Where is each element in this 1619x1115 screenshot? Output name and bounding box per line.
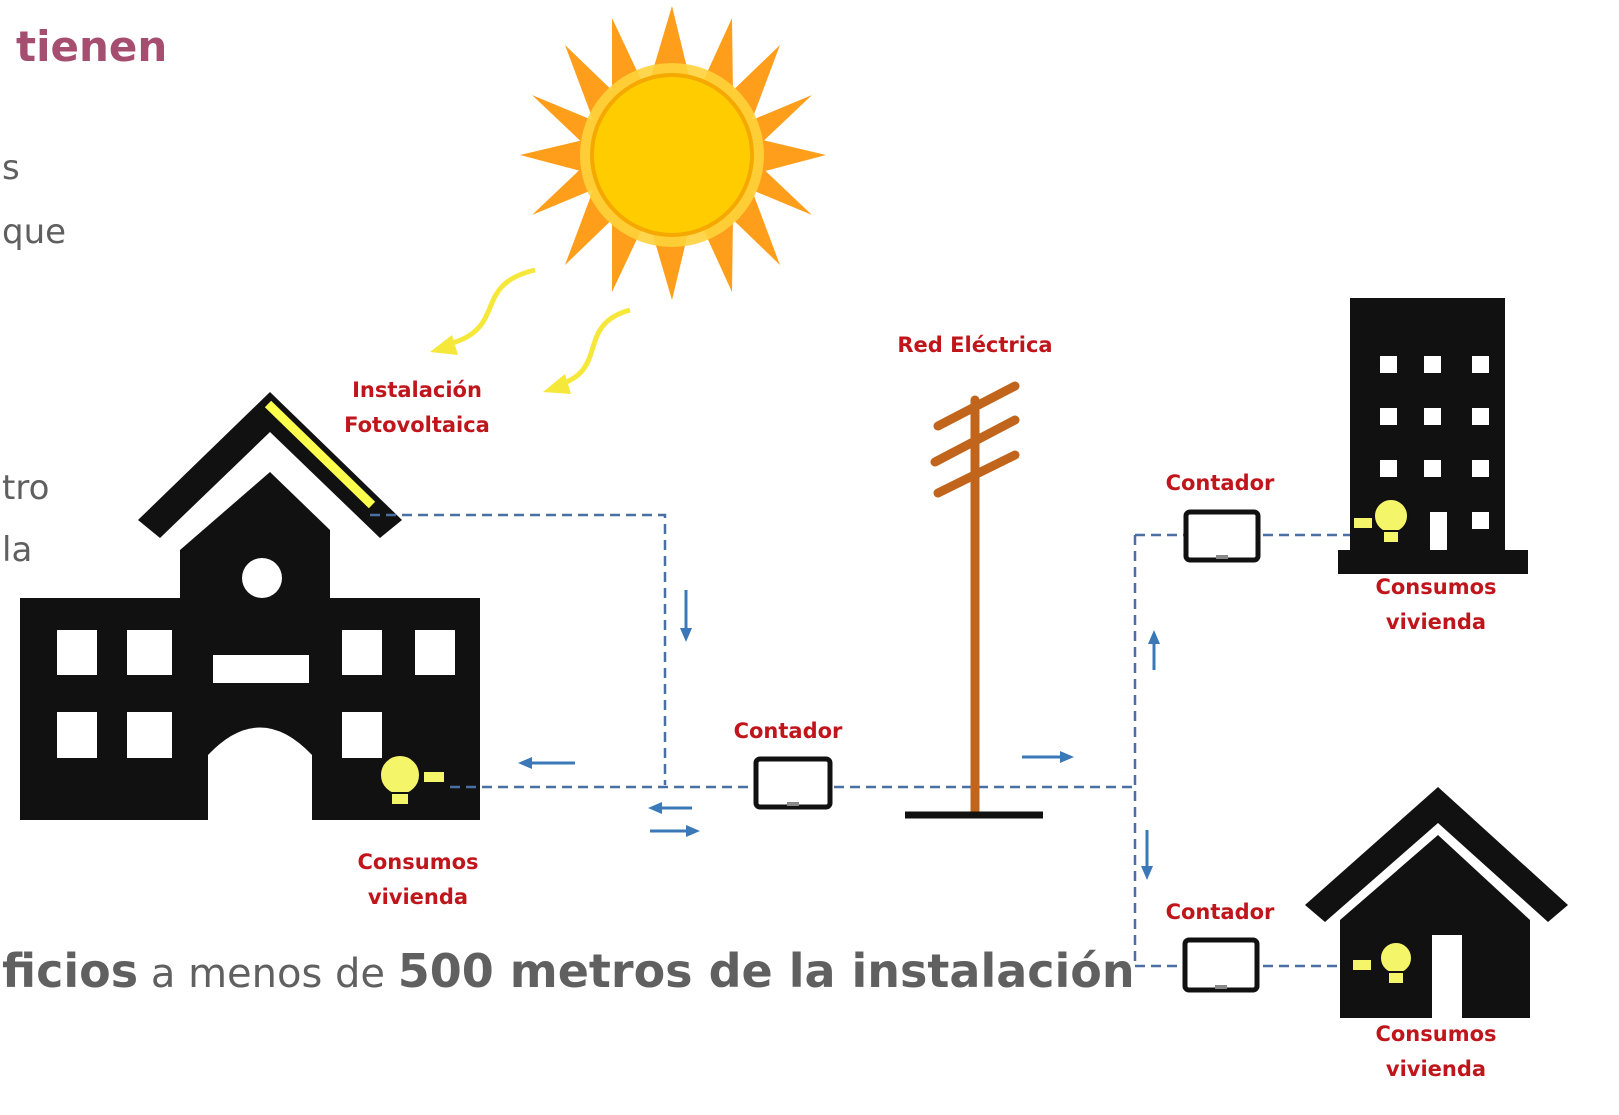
light-bulb-icon [379, 754, 446, 806]
light-bulb-icon [1352, 498, 1409, 544]
flow-arrows [518, 590, 1160, 880]
meter-top-label: Contador [1165, 471, 1275, 495]
sunlight-arrows [444, 267, 631, 388]
consumption-house-label: Consumos vivienda [1375, 1022, 1497, 1081]
meter-main-label: Contador [733, 719, 843, 743]
solar-panel [264, 400, 376, 509]
consumption-school-label: Consumos vivienda [357, 850, 479, 909]
meter-bottom-label: Contador [1165, 900, 1275, 924]
bullet-fragment-4: la [2, 530, 33, 570]
bullet-fragment-1: s [2, 148, 20, 188]
bullet-fragment-3: tro [2, 468, 50, 508]
bullet-fragment-2: que [2, 212, 67, 252]
school-building-icon [20, 392, 480, 820]
grid-label: Red Eléctrica [897, 333, 1053, 357]
meter-icon [753, 756, 833, 810]
footer-text-part1: ficios [2, 944, 139, 998]
light-bulb-icon [1351, 941, 1413, 985]
meter-icon [1182, 937, 1260, 993]
apartment-building-icon [1338, 298, 1528, 574]
footer-text-part2: a menos de [138, 951, 398, 997]
consumption-building-label: Consumos vivienda [1375, 575, 1497, 634]
slide-title-line2: tienen [16, 22, 168, 71]
utility-pole-icon [930, 381, 1020, 817]
sun-icon [520, 6, 826, 300]
house-icon [1305, 787, 1568, 1018]
footer-text-part3: 500 metros de la instalación [397, 944, 1135, 998]
footer-text: ficios a menos de 500 metros de la insta… [2, 944, 1135, 998]
pv-installation-label: Instalación Fotovoltaica [344, 378, 490, 437]
meter-icon [1183, 509, 1261, 563]
